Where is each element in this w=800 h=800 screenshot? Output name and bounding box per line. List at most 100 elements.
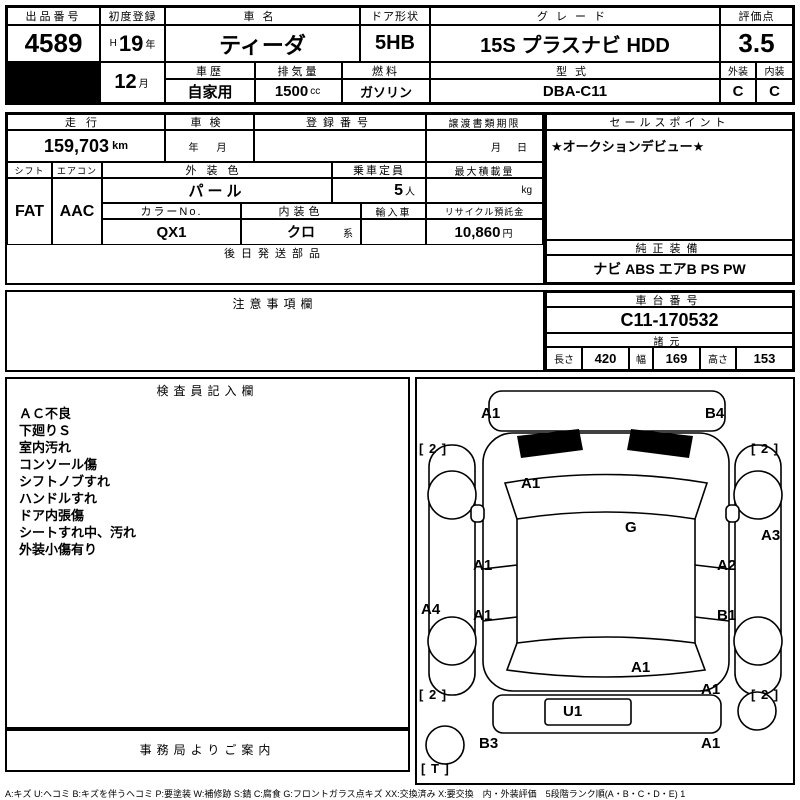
model-code-value: DBA-C11 (430, 79, 720, 103)
right-headlight (627, 429, 693, 458)
genuine-equipment-label: 純正装備 (546, 240, 793, 255)
sales-point-value: ★オークションデビュー★ (546, 130, 793, 240)
left-mirror (470, 504, 485, 523)
grade-value: 15S プラスナビ HDD (430, 25, 720, 62)
damage-code: A1 (701, 735, 721, 752)
fuel-value: ガソリン (342, 79, 430, 103)
exterior-color-label: 外装色 (102, 162, 332, 178)
inspection-expiry-value: 年 月 (165, 130, 254, 162)
later-parts-area (7, 261, 543, 283)
max-load-value: kg (426, 178, 543, 203)
remark-line: シートすれ中、汚れ (19, 525, 137, 540)
damage-code: A1 (473, 607, 493, 624)
sales-point-block: セールスポイント ★オークションデビュー★ 純正装備 ナビ ABS エアB PS… (544, 112, 795, 285)
specs-label: 諸元 (546, 333, 793, 347)
caution-label: 注意事項欄 (232, 297, 318, 311)
first-reg-month-cell: 12 月 (100, 62, 165, 103)
mileage-value: 159,703 (44, 135, 110, 156)
first-reg-month-value: 12 (114, 71, 137, 93)
tire-depth-mark: [ 2 ] (419, 687, 448, 702)
width-label: 幅 (629, 347, 653, 370)
remark-line: ハンドルすれ (19, 491, 98, 506)
damage-code: A1 (631, 659, 651, 676)
height-value: 153 (736, 347, 793, 370)
header-black-box (7, 62, 100, 103)
later-parts-label: 後日発送部品 (7, 245, 543, 261)
remark-line: 外装小傷有り (19, 542, 98, 557)
mileage-label: 走行 (7, 114, 165, 130)
max-load-label: 最大積載量 (426, 162, 543, 178)
aircon-value: AAC (52, 178, 102, 245)
history-value: 自家用 (165, 79, 255, 103)
office-notice-block: 事務局よりご案内 (5, 729, 410, 772)
damage-code: G (625, 519, 637, 536)
recycle-deposit-value: 10,860 (454, 223, 501, 241)
interior-color-cell: クロ 系 (241, 219, 361, 245)
interior-grade-value: C (756, 79, 793, 103)
car-name-label: 車名 (165, 7, 360, 25)
door-shape-label: ドア形状 (360, 7, 430, 25)
interior-color-suffix: 系 (343, 228, 353, 240)
remark-line: ドア内張傷 (19, 508, 85, 523)
front-bumper (488, 390, 726, 432)
front-left-wheel (427, 470, 477, 520)
genuine-equipment-value: ナビ ABS エアB PS PW (546, 255, 793, 283)
left-headlight (517, 429, 583, 458)
shift-label: シフト (7, 162, 52, 178)
car-body (482, 432, 730, 692)
aircon-label: エアコン (52, 162, 102, 178)
length-value: 420 (582, 347, 629, 370)
displacement-label: 排気量 (255, 62, 342, 79)
color-no-label: カラーNo. (102, 203, 241, 219)
damage-code: B1 (717, 607, 737, 624)
first-reg-year-cell: H 19 年 (100, 25, 165, 62)
auction-no-label: 出品番号 (7, 7, 100, 25)
bottom-right-tire (737, 691, 777, 731)
damage-code: B3 (479, 735, 499, 752)
tire-depth-mark: [ 2 ] (419, 441, 448, 456)
mileage-unit: km (112, 140, 128, 152)
exterior-grade-label: 外装 (720, 62, 756, 79)
right-mirror (725, 504, 740, 523)
grade-label: グレード (430, 7, 720, 25)
chassis-no-label: 車台番号 (546, 292, 793, 307)
damage-code: A1 (701, 681, 721, 698)
capacity-label: 乗車定員 (332, 162, 426, 178)
front-right-wheel (733, 470, 783, 520)
fuel-label: 燃料 (342, 62, 430, 79)
damage-code: A3 (761, 527, 781, 544)
interior-grade-label: 内装 (756, 62, 793, 79)
score-value: 3.5 (720, 25, 793, 62)
recycle-deposit-label: リサイクル預託金 (426, 203, 543, 219)
month-suffix: 月 (138, 79, 149, 90)
displacement-value: 1500 (274, 82, 309, 100)
exterior-grade-value: C (720, 79, 756, 103)
inspection-expiry-label: 車検 (165, 114, 254, 130)
sales-point-label: セールスポイント (546, 114, 793, 130)
height-label: 高さ (700, 347, 736, 370)
displacement-unit: cc (310, 85, 321, 97)
rear-window (505, 636, 707, 678)
damage-code: A4 (421, 601, 441, 618)
damage-code: A1 (521, 475, 541, 492)
legend-text: A:キズ U:ヘコミ B:キズを伴うヘコミ P:要塗装 W:補修跡 S:錆 C:… (5, 789, 686, 799)
import-label: 輸入車 (361, 203, 426, 219)
year-suffix: 年 (145, 40, 156, 51)
color-no-value: QX1 (102, 219, 241, 245)
interior-color-value: クロ (287, 224, 315, 240)
first-reg-year-value: 19 (118, 30, 144, 56)
car-outline-drawing (425, 390, 783, 765)
tire-depth-mark: [ 2 ] (751, 687, 780, 702)
era-prefix: H (109, 38, 117, 49)
remark-line: 下廻りＳ (19, 423, 72, 438)
registration-no-value (254, 130, 426, 162)
mileage-value-cell: 159,703 km (7, 130, 165, 162)
score-label: 評価点 (720, 7, 793, 25)
first-reg-label: 初度登録 (100, 7, 165, 25)
capacity-value-cell: 5 人 (332, 178, 426, 203)
vehicle-info-block: 走行 159,703 km 車検 年 月 登録番号 譲渡書類期限 月 日 シフト… (5, 112, 545, 285)
interior-color-label: 内装色 (241, 203, 361, 219)
width-value: 169 (653, 347, 700, 370)
